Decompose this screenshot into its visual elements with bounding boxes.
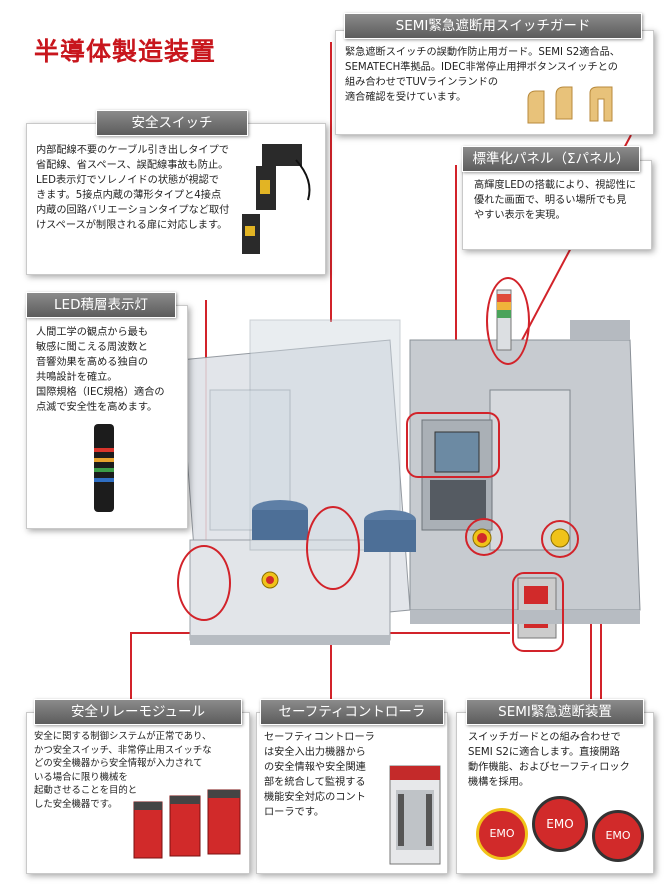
emo-button-center: EMO [532,796,588,852]
connector-line [330,592,332,702]
callout-semi-device-text: スイッチガードとの組み合わせで SEMI S2に適合します。直接開路 動作機能、… [468,732,630,788]
callout-led-tower-text: 人間工学の観点から最も 敏感に聞こえる周波数と 音響効果を高める独自の 共鳴設計… [36,327,165,413]
callout-semi-guard-text: 緊急遮断スイッチの誤動作防止用ガード。SEMI S2適合品、 SEMATECH準… [345,47,620,103]
highlight-tower-ring [486,277,530,365]
safety-controller-image [389,765,441,865]
highlight-panel-rect [406,412,500,478]
connector-line [590,620,592,700]
switch-guard-image [527,86,613,124]
callout-relay-heading: 安全リレーモジュール [34,699,242,725]
highlight-emo-rect [512,572,564,652]
callout-semi-guard-heading: SEMI緊急遮断用スイッチガード [344,13,642,39]
connector-line [455,165,457,417]
highlight-switch-left-ring [177,545,231,621]
safety-switch-image [242,144,311,254]
callout-panel-heading: 標準化パネル（Σパネル） [462,146,640,172]
machine-illustration [179,289,641,645]
callout-led-tower-heading: LED積層表示灯 [26,292,176,318]
callout-controller-text: セーフティコントローラ は安全入出力機器から の安全情報や安全関連 部を統合して… [264,732,375,818]
callout-relay-text: 安全に関する制御システムが正常であり、 かつ安全スイッチ、非常停止用スイッチな … [34,731,212,810]
callout-panel [462,160,652,250]
callout-safety-switch-heading: 安全スイッチ [96,110,248,136]
callout-semi-device-heading: SEMI緊急遮断装置 [466,699,644,725]
relay-module-image [133,789,241,859]
connector-line [330,42,332,322]
connector-line [130,632,132,704]
emo-buttons-image: EMO EMO EMO [476,790,646,868]
highlight-switch-center-ring [306,506,360,590]
page-title: 半導体製造装置 [34,37,217,66]
highlight-guard-ring [541,520,579,558]
led-tower-image [94,424,114,512]
emo-button-left: EMO [476,808,528,860]
callout-safety-switch-text: 内部配線不要のケーブル引き出しタイプで 省配線、省スペース、誤配線事故も防止。 … [36,145,230,231]
callout-panel-text: 高輝度LEDの搭載により、視認性に 優れた画面で、明るい場所でも見 やすい表示を… [474,180,636,221]
callout-controller-heading: セーフティコントローラ [260,699,444,725]
emo-button-right: EMO [592,810,644,862]
highlight-estop-ring [465,518,503,556]
